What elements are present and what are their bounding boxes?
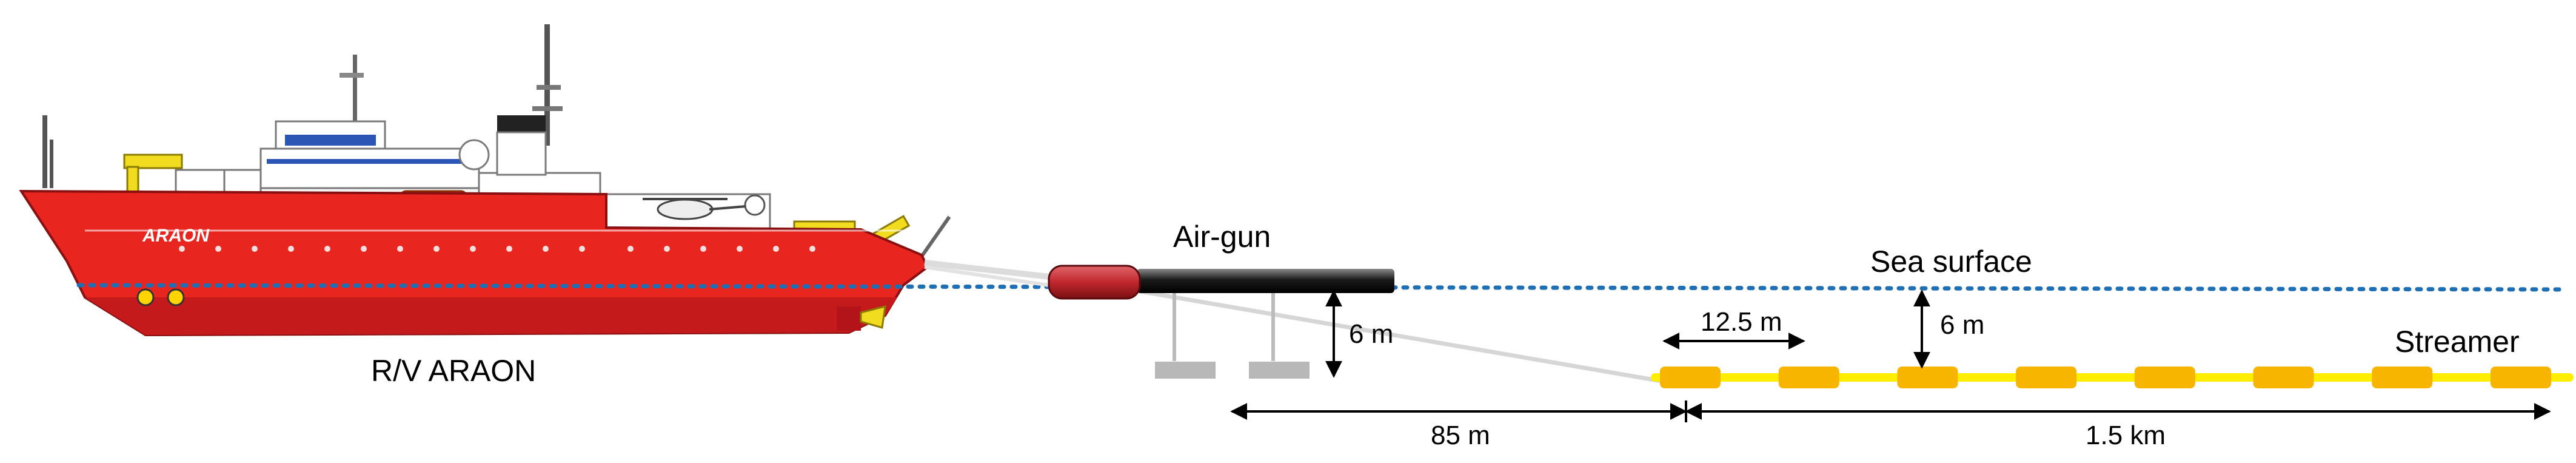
streamer-depth-label: 6 m: [1940, 310, 1984, 340]
dimension-arrows: [1230, 289, 2551, 422]
airgun-float: [1155, 362, 1216, 379]
group-interval-label: 12.5 m: [1701, 307, 1782, 337]
ship-illustration: ARAON: [19, 24, 951, 337]
ship-hull: ARAON: [19, 189, 929, 337]
streamer-section: [1660, 367, 1721, 388]
vessel-label: R/V ARAON: [371, 354, 536, 388]
streamer-sections: [1660, 367, 2551, 388]
streamer-section: [2491, 367, 2551, 388]
ship-hull-name: ARAON: [142, 226, 210, 246]
streamer-section: [1897, 367, 1958, 388]
streamer-section: [2372, 367, 2433, 388]
airgun-label: Air-gun: [1173, 220, 1271, 254]
streamer-cable: [1651, 367, 2574, 388]
airgun-array: [1048, 265, 1394, 379]
streamer-length-label: 1.5 km: [2086, 421, 2166, 450]
airgun-float: [1249, 362, 1310, 379]
ship-masts: [42, 24, 951, 258]
airgun-depth-label: 6 m: [1349, 319, 1393, 349]
streamer-section: [1778, 367, 1839, 388]
streamer-section: [2253, 367, 2314, 388]
tow-cables: [924, 260, 1662, 384]
streamer-label: Streamer: [2395, 325, 2520, 359]
streamer-section: [2134, 367, 2195, 388]
offset-label: 85 m: [1431, 421, 1490, 450]
sea-surface-label: Sea surface: [1870, 245, 2032, 279]
streamer-section: [2016, 367, 2077, 388]
